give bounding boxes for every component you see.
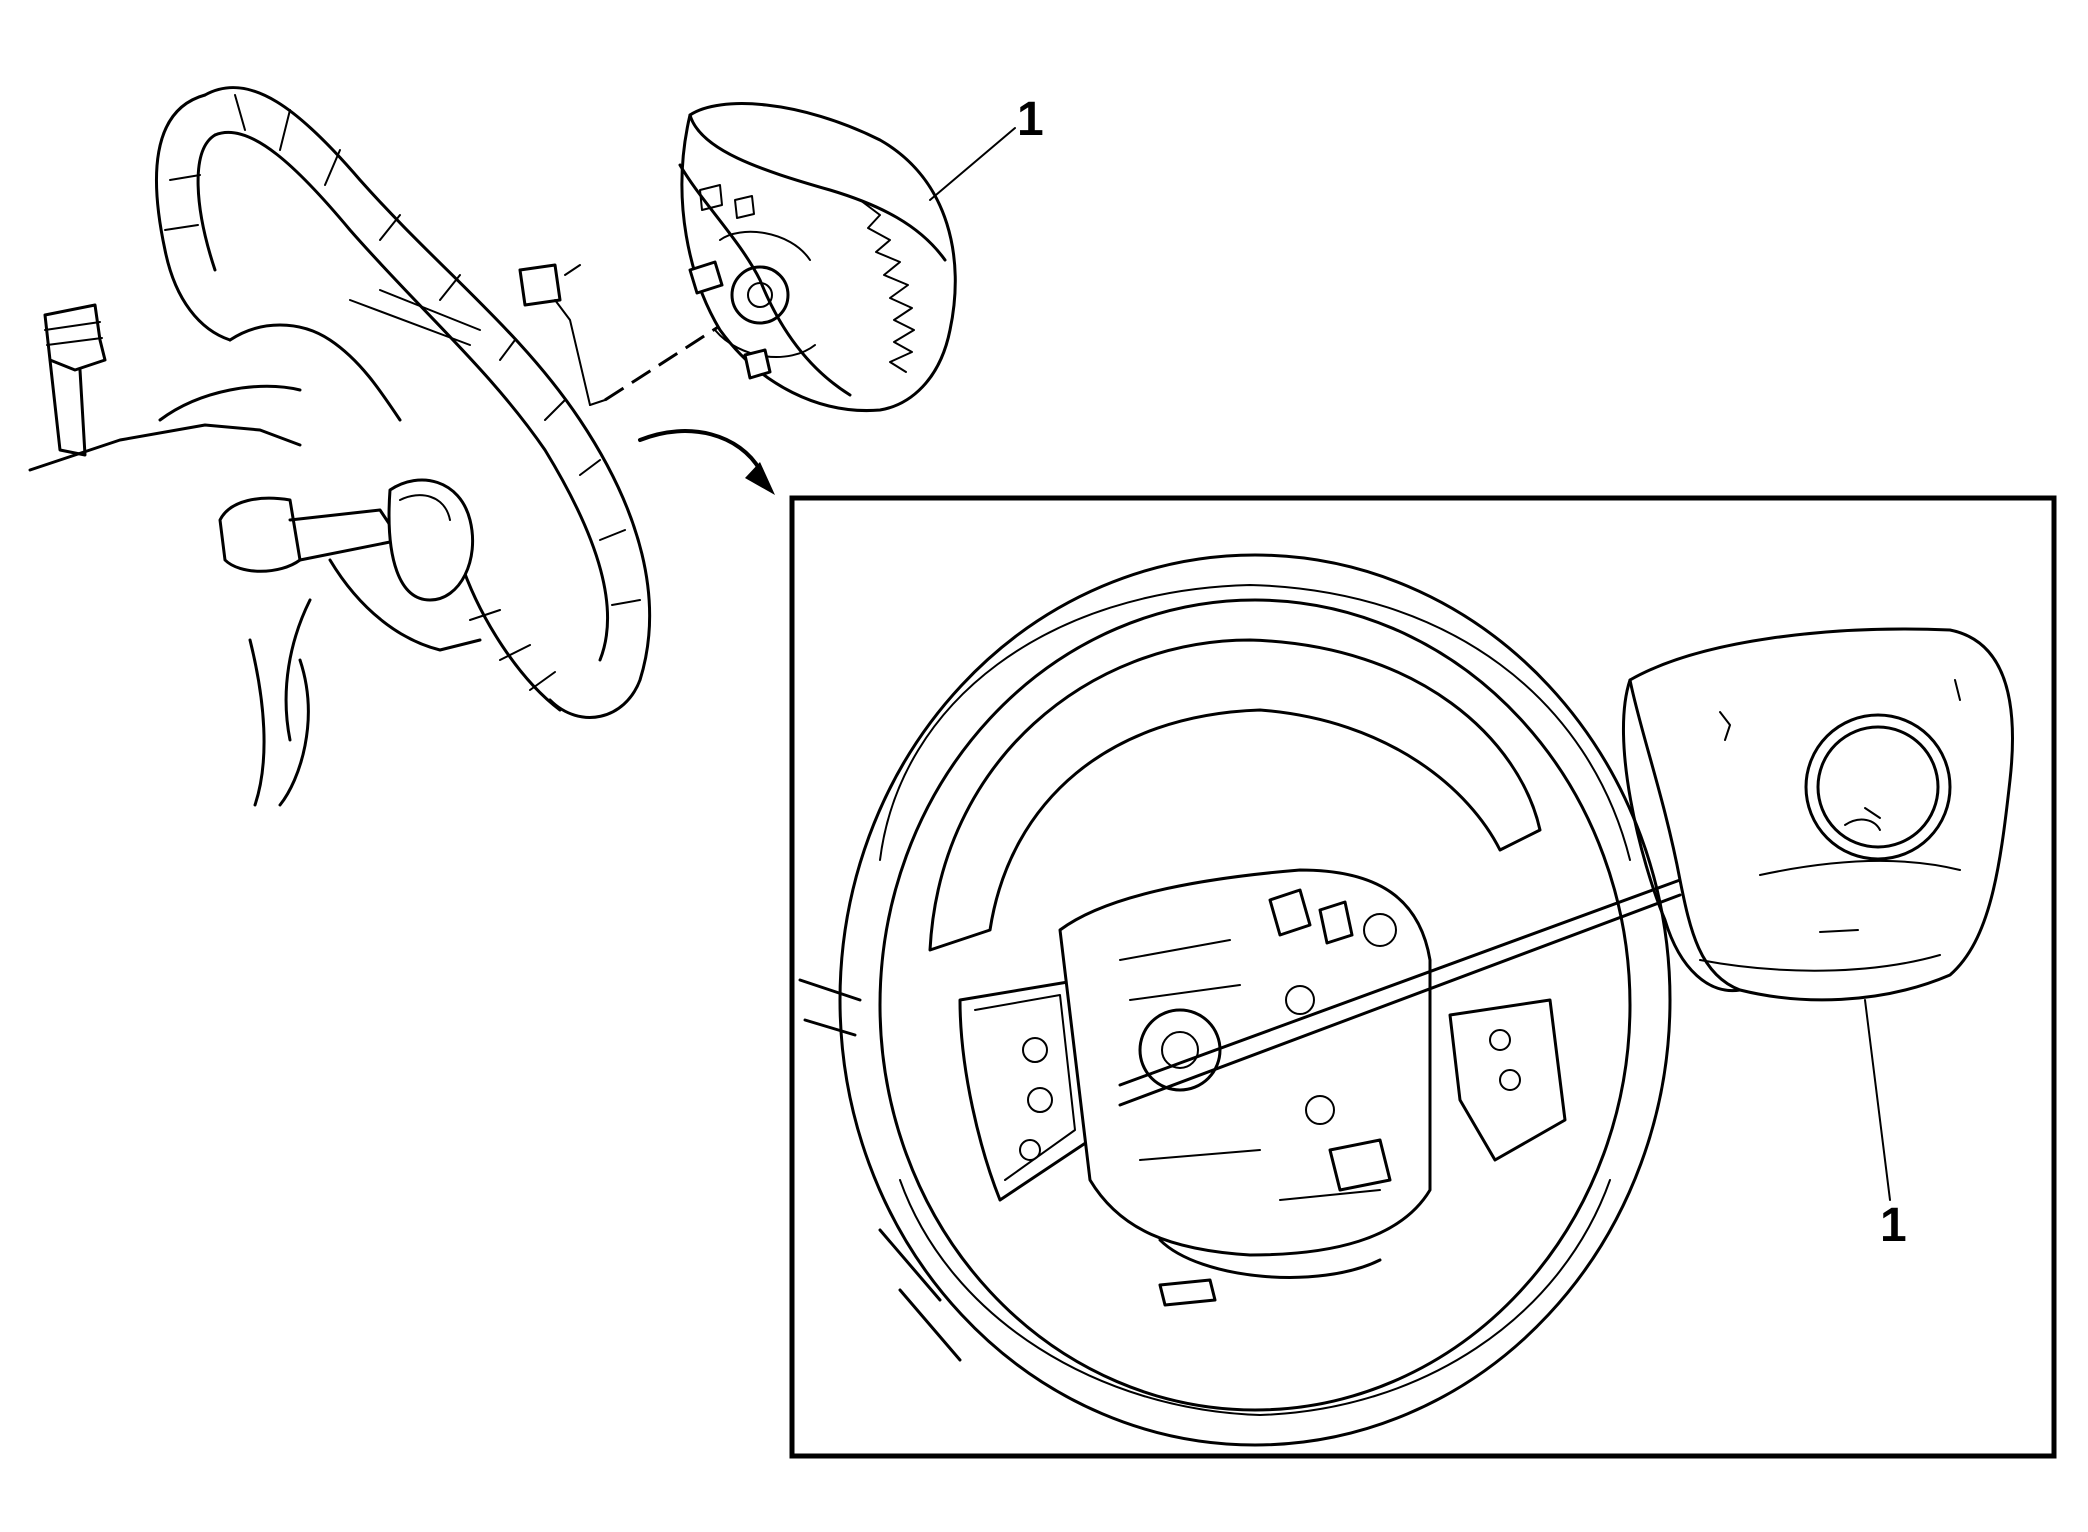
callout-leader-bottom (1864, 999, 1891, 1201)
inset-airbag-module (1622, 627, 2014, 1002)
upper-steering-wheel (28, 86, 652, 807)
curved-arrow (638, 429, 775, 495)
detail-inset-frame (789, 495, 2057, 1459)
callout-label-bottom: 1 (1880, 1199, 1907, 1252)
callout-label-top: 1 (1017, 93, 1044, 146)
upper-airbag-module (678, 102, 957, 413)
inset-alignment-line (1118, 878, 1682, 1087)
inset-steering-wheel (798, 553, 1672, 1447)
callout-leader-top (929, 127, 1016, 201)
